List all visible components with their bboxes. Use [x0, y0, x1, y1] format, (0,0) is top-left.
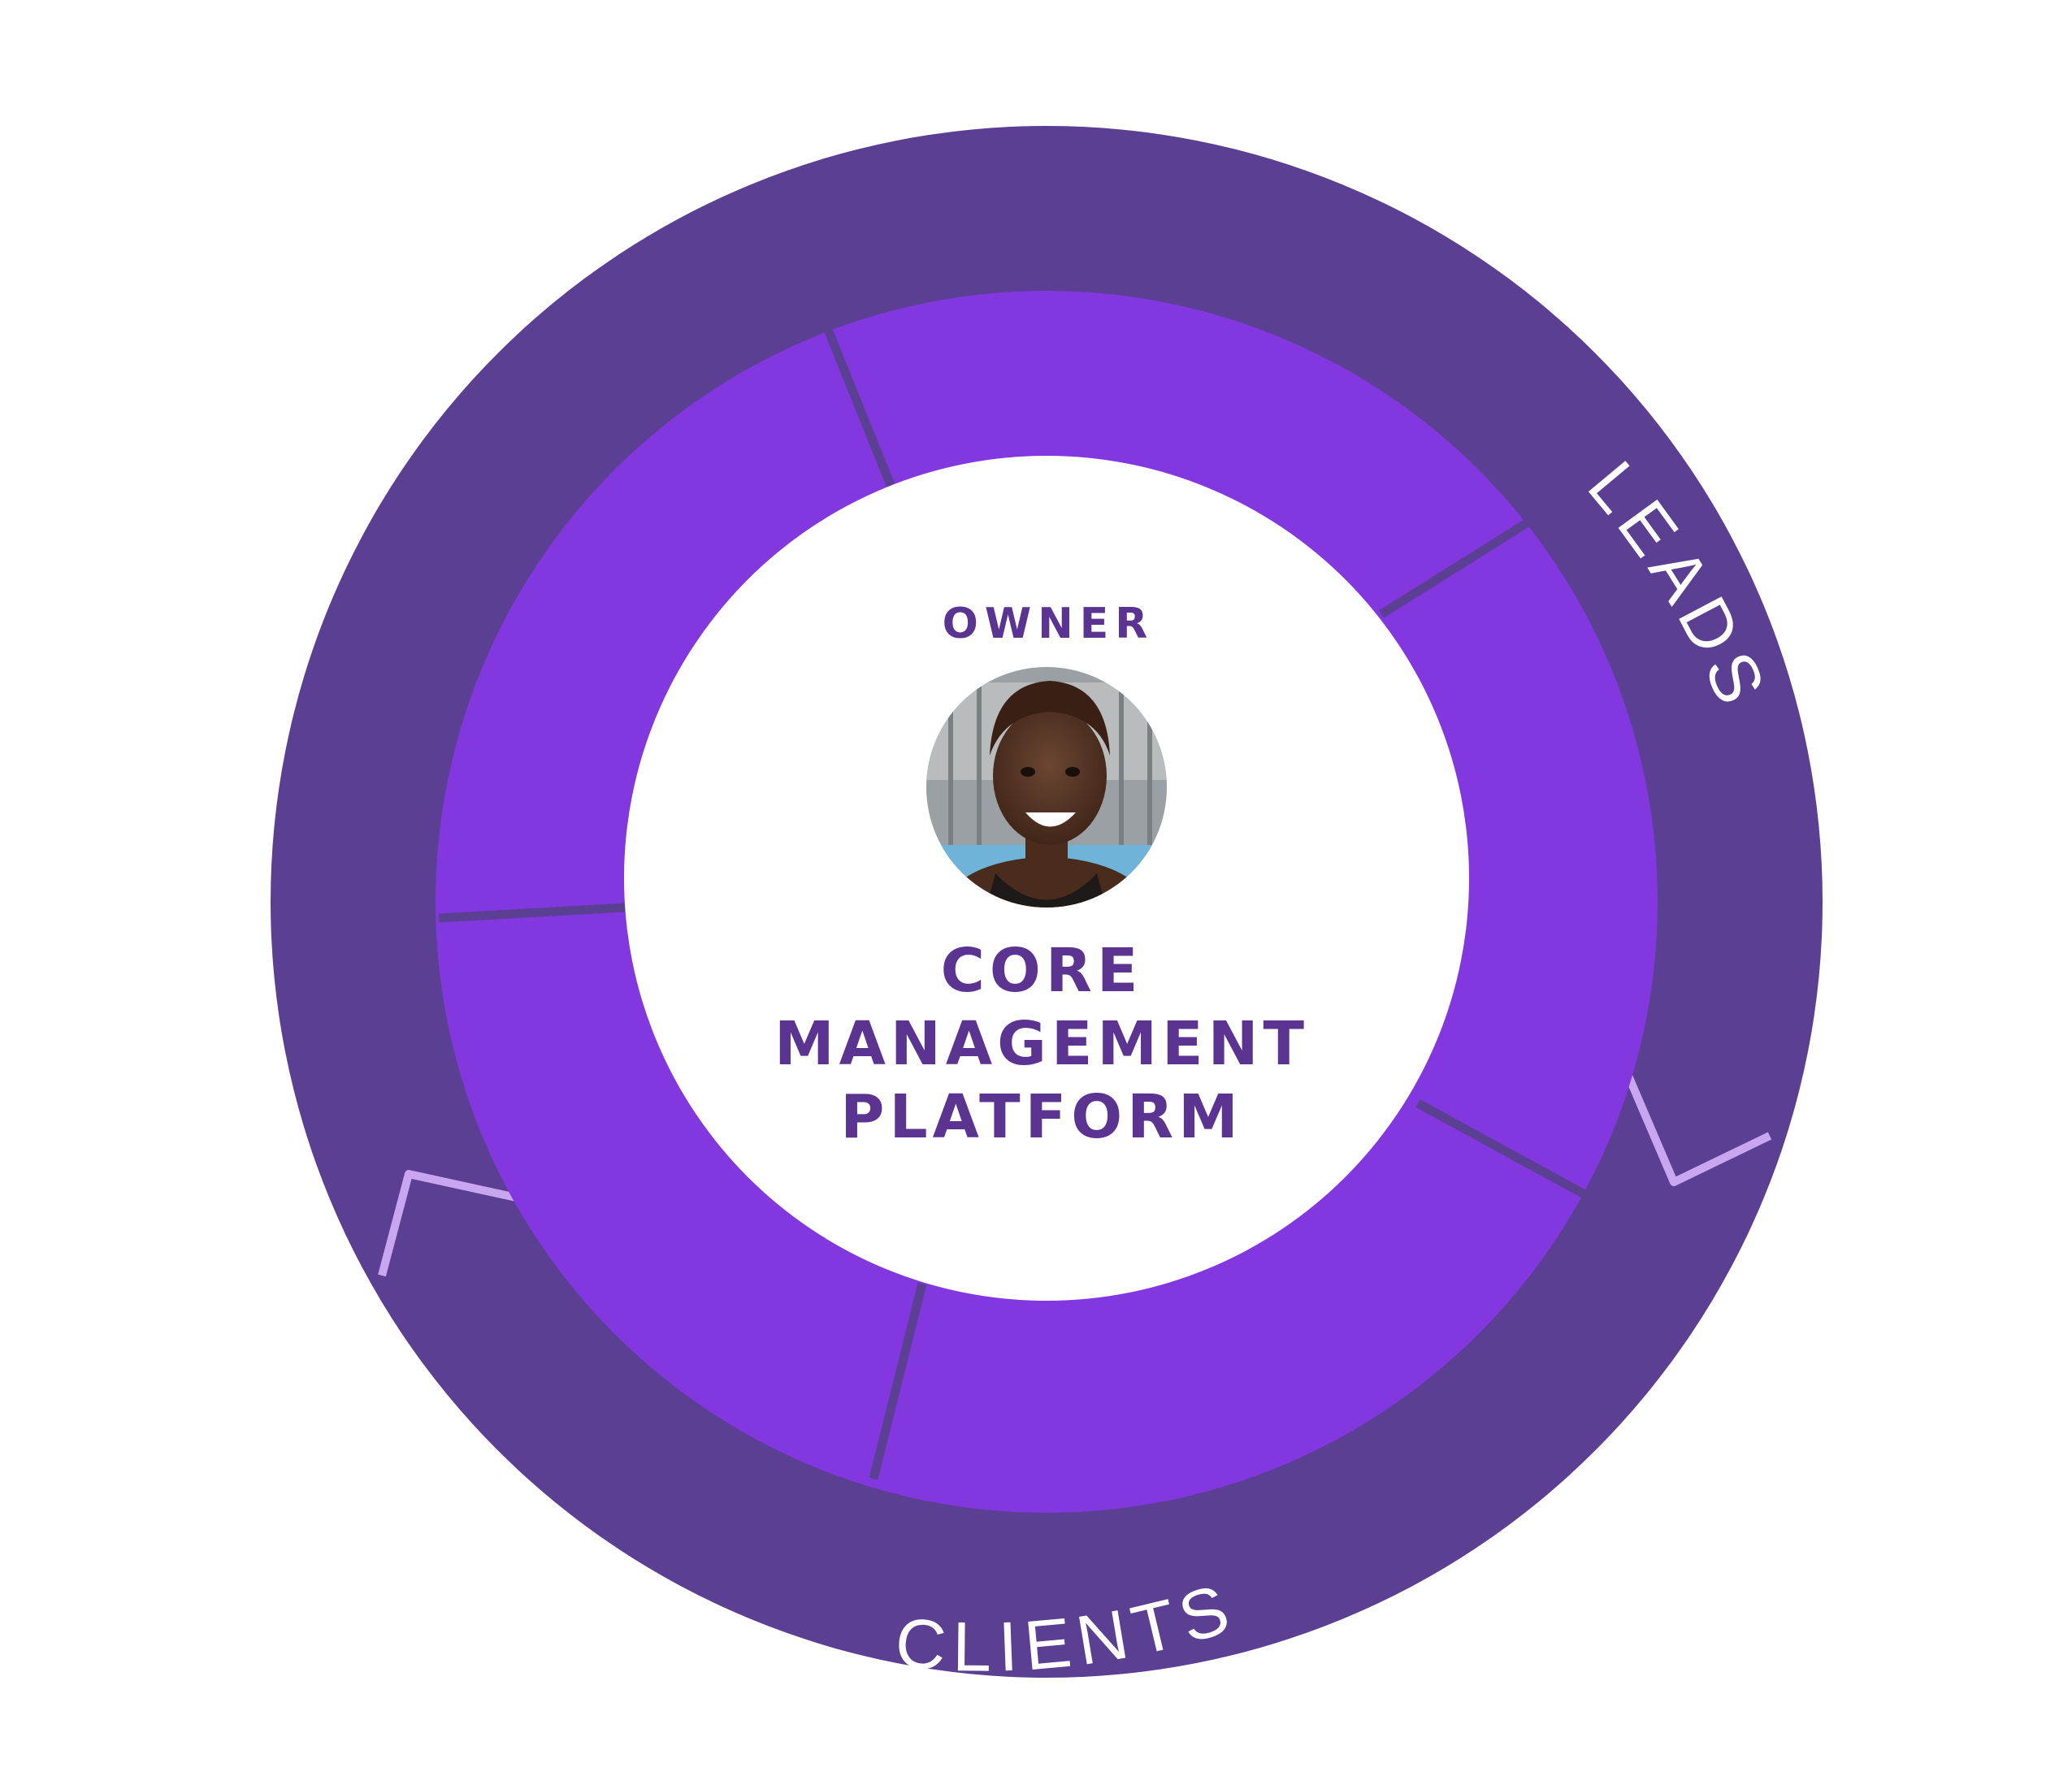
segment-separator-left	[378, 1170, 522, 1277]
inner-ring-divider-2	[1379, 516, 1534, 618]
inner-ring-divider-3	[1415, 1099, 1587, 1198]
platform-title-line-1: CORE	[941, 936, 1143, 1006]
platform-title-line-3: PLATFORM	[840, 1082, 1242, 1152]
inner-ring-divider-5	[438, 903, 626, 923]
segment-separator-right	[1619, 1063, 1772, 1186]
owner-label: OWNER	[943, 600, 1155, 648]
platform-title-line-2: MANAGEMENT	[774, 1009, 1309, 1079]
inner-ring-divider-1	[822, 325, 895, 487]
inner-ring-divider-4	[869, 1282, 927, 1480]
